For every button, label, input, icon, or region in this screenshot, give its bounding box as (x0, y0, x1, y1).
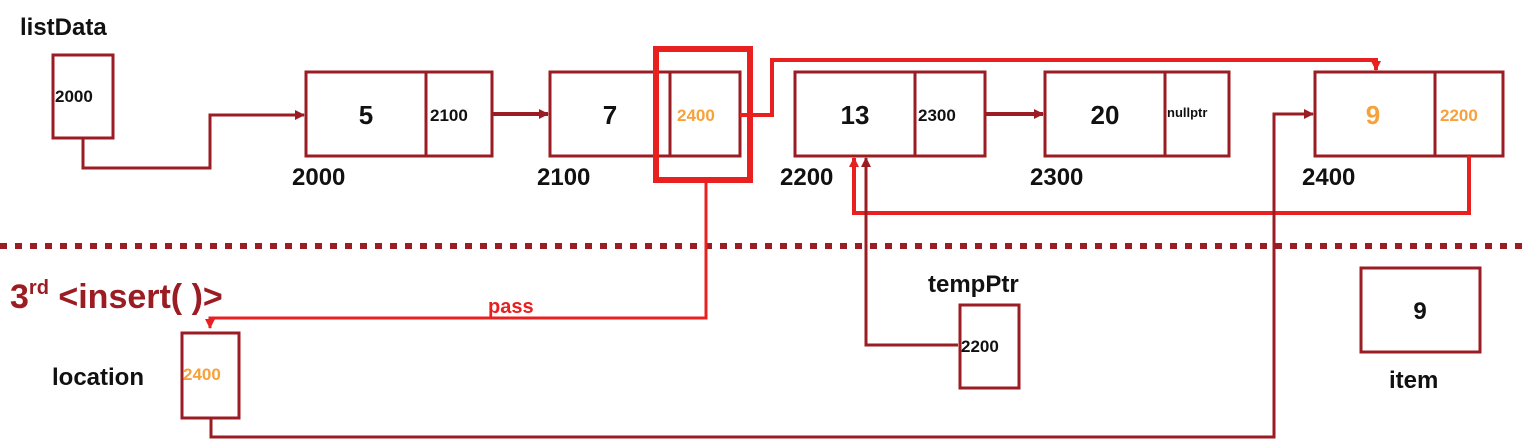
node-13: 13 2300 2200 (780, 70, 987, 191)
node-address: 2400 (1302, 164, 1355, 191)
node-info: 20 (1091, 100, 1120, 130)
location-label: location (52, 364, 144, 391)
node-next: 2200 (1440, 106, 1478, 125)
list-data-label: listData (20, 14, 107, 41)
item-box (1359, 266, 1482, 354)
location-value: 2400 (183, 365, 221, 384)
arrow-location-to-node9 (209, 109, 1314, 439)
list-data-value: 2000 (55, 87, 93, 106)
item-value: 9 (1413, 298, 1426, 325)
temp-ptr-box (958, 303, 1021, 390)
node-info: 7 (603, 100, 617, 130)
section-title-text: <insert( )> (49, 278, 223, 316)
item-label: item (1389, 367, 1438, 394)
node-20: 20 nullptr 2300 (1030, 70, 1231, 191)
location-box (180, 331, 241, 420)
node-address: 2000 (292, 164, 345, 191)
temp-ptr-value: 2200 (961, 337, 999, 356)
node-9: 9 2200 2400 (1302, 70, 1505, 191)
arrow-tempptr-to-node13 (861, 157, 958, 347)
arrow-node9-to-node13 (849, 156, 1471, 215)
section-ordinal: 3 (10, 278, 29, 316)
node-next: 2400 (677, 106, 715, 125)
node-5: 5 2100 2000 (292, 70, 494, 191)
node-next: 2300 (918, 106, 956, 125)
node-info: 9 (1366, 100, 1380, 130)
node-info: 5 (359, 100, 373, 130)
node-next: 2100 (430, 106, 468, 125)
section-title: 3rd <insert( )> (10, 277, 223, 316)
arrow-listdata-to-node5 (81, 110, 305, 170)
arrow-node7-to-node9 (740, 58, 1381, 117)
node-address: 2300 (1030, 164, 1083, 191)
node-address: 2100 (537, 164, 590, 191)
node-next: nullptr (1167, 105, 1207, 120)
temp-ptr-label: tempPtr (928, 271, 1019, 298)
node-info: 13 (841, 100, 870, 130)
node-address: 2200 (780, 164, 833, 191)
arrow-pass-to-location (205, 180, 708, 329)
node-7: 7 2400 2100 (537, 70, 742, 191)
pass-label: pass (488, 296, 534, 318)
section-ordinal-suffix: rd (29, 277, 49, 299)
